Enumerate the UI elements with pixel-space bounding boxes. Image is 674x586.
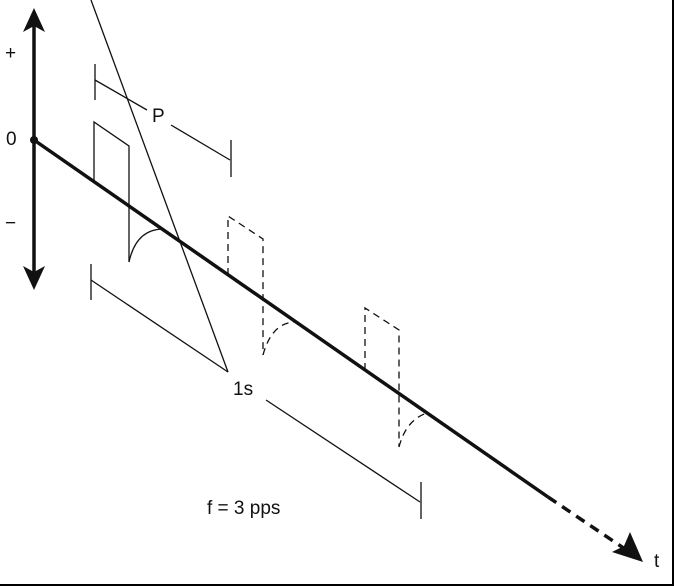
time-axis-continuation: [547, 495, 629, 553]
pulse-2: [227, 214, 297, 356]
frequency-label: f = 3 pps: [207, 498, 280, 519]
pulse-3: [364, 306, 428, 448]
time-label: t: [654, 551, 660, 572]
plus-label: +: [5, 43, 16, 64]
duration-label: 1s: [233, 379, 253, 400]
time-axis: [33, 138, 549, 499]
period-bracket: [94, 64, 232, 177]
arrow-down-icon: [23, 266, 45, 290]
pulse-1: [93, 120, 163, 263]
duration-bracket: [90, 0, 422, 519]
period-label: P: [152, 106, 165, 127]
arrow-up-icon: [23, 8, 45, 32]
zero-label: 0: [6, 129, 17, 150]
minus-label: −: [5, 213, 16, 234]
arrow-right-icon: [612, 532, 643, 562]
